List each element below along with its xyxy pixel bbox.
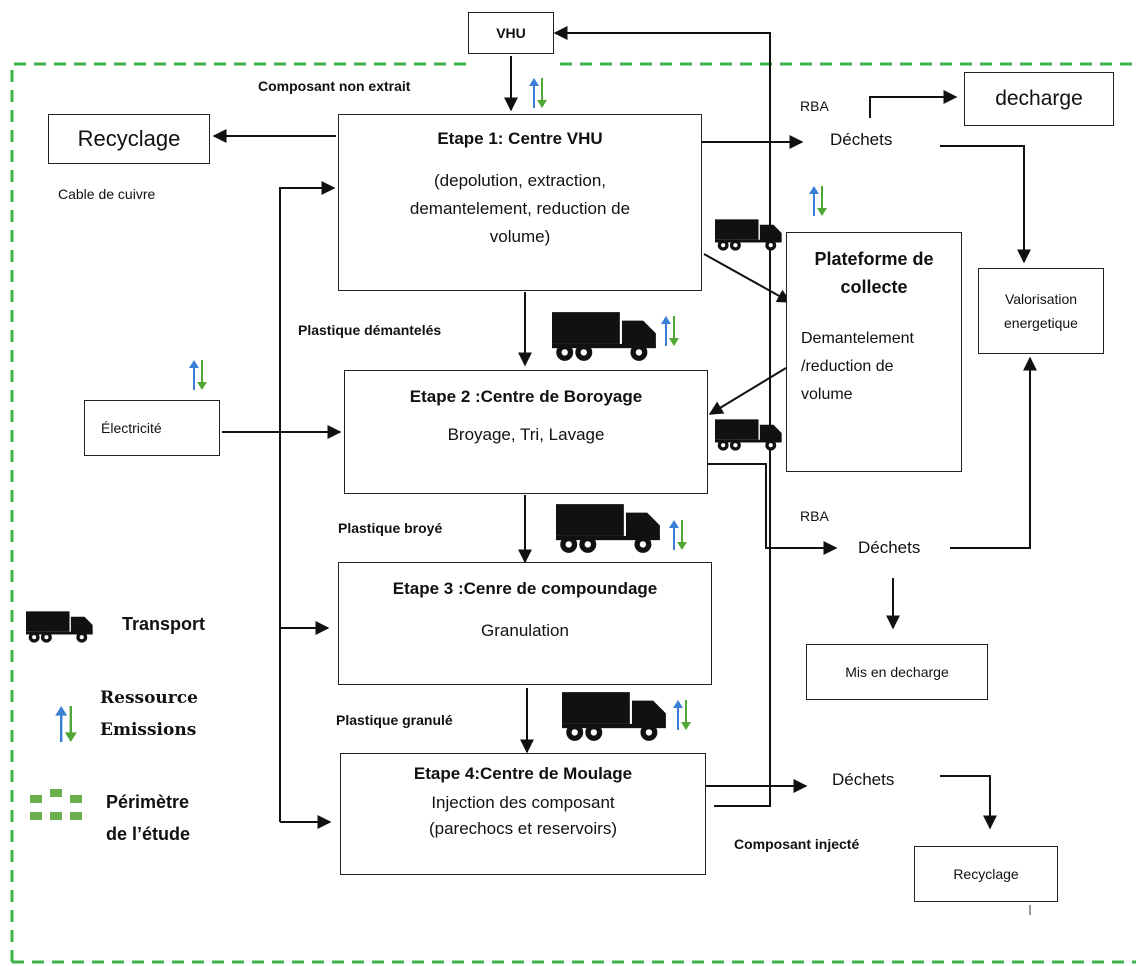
resource-emission-icon <box>55 706 77 742</box>
legend-perimetre-line2: de l’étude <box>106 824 191 844</box>
dechets-bottom-label: Déchets <box>832 770 895 789</box>
plateforme-line2: /reduction de <box>801 358 894 375</box>
valorisation-line2: energetique <box>1004 315 1078 331</box>
truck-icon <box>556 504 660 553</box>
etape1-box: Etape 1: Centre VHU (depolution, extract… <box>338 114 702 291</box>
composant-non-extrait-label: Composant non extrait <box>258 78 411 94</box>
resource-emission-icon <box>809 186 827 216</box>
composant-injecte-label: Composant injecté <box>734 836 860 852</box>
etape4-title: Etape 4:Centre de Moulage <box>413 764 633 783</box>
plateforme-line3: volume <box>801 386 853 403</box>
etape2-title: Etape 2 :Centre de Boroyage <box>409 387 643 406</box>
valorisation-box: Valorisation energetique <box>978 268 1104 354</box>
etape3-box: Etape 3 :Cenre de compoundage Granulatio… <box>338 562 712 685</box>
etape1-line1: (depolution, extraction, <box>434 171 606 190</box>
resource-emission-icon <box>529 78 547 108</box>
plateforme-title1: Plateforme de <box>814 249 934 269</box>
etape1-title: Etape 1: Centre VHU <box>437 129 603 148</box>
perimeter-legend-icon <box>30 789 82 820</box>
dechets-top-label: Déchets <box>830 130 893 149</box>
plateforme-line1: Demantelement <box>801 330 914 347</box>
recyclage-top-box: Recyclage <box>48 114 210 164</box>
truck-icon <box>26 611 93 643</box>
legend-ressource: Ressource <box>100 688 198 708</box>
etape2-sub: Broyage, Tri, Lavage <box>447 425 605 444</box>
connectors <box>212 26 1037 830</box>
truck-icon <box>715 419 782 451</box>
electricite-label: Électricité <box>101 420 162 436</box>
plastique-broye-label: Plastique broyé <box>338 520 443 536</box>
cable-de-cuivre-label: Cable de cuivre <box>58 186 156 202</box>
plateforme-title2: collecte <box>840 277 908 297</box>
plastique-demanteles-label: Plastique démantelés <box>298 322 442 338</box>
vhu-box: VHU <box>468 12 554 54</box>
truck-icon <box>715 219 782 251</box>
etape1-line3: volume) <box>489 227 551 246</box>
etape3-sub: Granulation <box>481 621 569 640</box>
etape4-box: Etape 4:Centre de Moulage Injection des … <box>340 753 706 875</box>
resource-emission-icon <box>673 700 691 730</box>
recyclage-top-label: Recyclage <box>77 126 181 151</box>
valorisation-line1: Valorisation <box>1004 291 1078 307</box>
decharge-label: decharge <box>995 87 1083 110</box>
mis-en-decharge-box: Mis en decharge <box>806 644 988 700</box>
etape4-line1: Injection des composant <box>431 793 615 812</box>
truck-icon <box>562 692 666 741</box>
perimeter-border <box>10 62 1136 964</box>
truck-icon <box>552 312 656 361</box>
recyclage-bottom-box: Recyclage <box>914 846 1058 902</box>
mis-en-decharge-label: Mis en decharge <box>845 664 949 680</box>
etape3-title: Etape 3 :Cenre de compoundage <box>392 579 658 598</box>
electricite-box: Électricité <box>84 400 220 456</box>
resource-emission-icon <box>669 520 687 550</box>
rba-mid-label: RBA <box>800 508 829 524</box>
etape4-line2: (parechocs et reservoirs) <box>428 819 617 838</box>
plastique-granule-label: Plastique granulé <box>336 712 453 728</box>
rba-top-label: RBA <box>800 98 829 114</box>
legend-emissions: Emissions <box>100 720 197 740</box>
resource-emission-icon <box>189 360 207 390</box>
decharge-box: decharge <box>964 72 1114 126</box>
etape1-line2: demantelement, reduction de <box>409 199 631 218</box>
plateforme-box: Plateforme de collecte Demantelement /re… <box>786 232 962 472</box>
resource-emission-icon <box>661 316 679 346</box>
etape2-box: Etape 2 :Centre de Boroyage Broyage, Tri… <box>344 370 708 494</box>
vhu-label: VHU <box>496 25 526 41</box>
dechets-mid-label: Déchets <box>858 538 921 557</box>
legend-transport: Transport <box>122 614 206 634</box>
recyclage-bottom-label: Recyclage <box>953 866 1019 882</box>
legend-perimetre-line1: Périmètre <box>106 792 190 812</box>
